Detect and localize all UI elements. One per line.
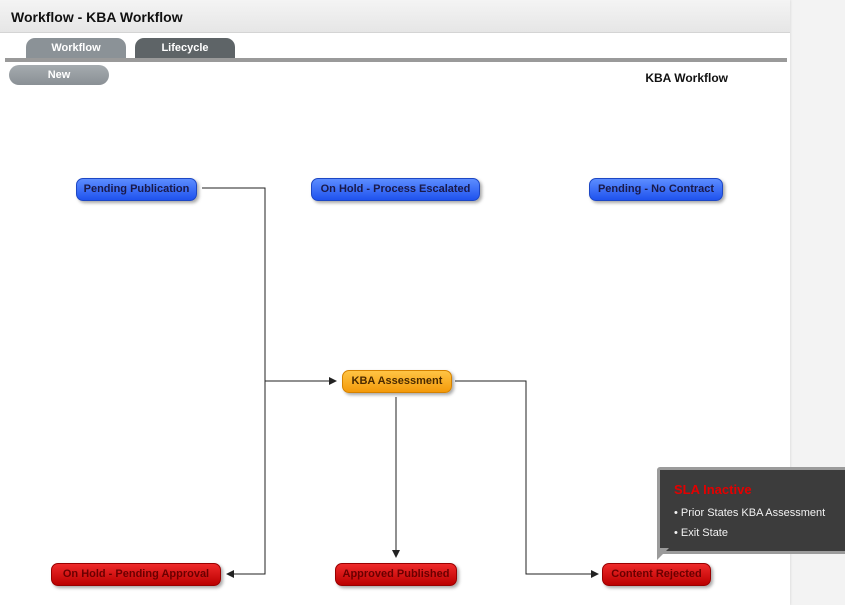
page-title: Workflow - KBA Workflow <box>11 9 183 25</box>
state-on-hold-process-escalated[interactable]: On Hold - Process Escalated <box>311 178 480 201</box>
workflow-name: KBA Workflow <box>645 71 728 85</box>
transition-line-assessment-to-rejected <box>455 380 599 578</box>
state-pending-publication[interactable]: Pending Publication <box>76 178 197 201</box>
tab-divider <box>5 58 787 62</box>
tab-workflow[interactable]: Workflow <box>26 38 126 58</box>
new-button[interactable]: New <box>9 65 109 85</box>
state-on-hold-pending-approval[interactable]: On Hold - Pending Approval <box>51 563 221 586</box>
workflow-panel: Workflow - KBA Workflow Workflow Lifecyc… <box>0 0 790 605</box>
state-kba-assessment[interactable]: KBA Assessment <box>342 370 452 393</box>
tooltip-title: SLA Inactive <box>674 482 752 497</box>
tooltip-tail <box>657 548 669 560</box>
state-pending-no-contract[interactable]: Pending - No Contract <box>589 178 723 201</box>
state-approved-published[interactable]: Approved Published <box>335 563 457 586</box>
tab-lifecycle[interactable]: Lifecycle <box>135 38 235 58</box>
workflow-diagram <box>202 187 599 578</box>
transition-line-to-on-hold-approval <box>226 381 266 578</box>
title-bar: Workflow - KBA Workflow <box>0 0 790 33</box>
tooltip-item-exit-state: • Exit State <box>674 527 728 539</box>
tooltip-item-prior-states: • Prior States KBA Assessment <box>674 507 826 519</box>
sla-tooltip: SLA Inactive • Prior States KBA Assessme… <box>657 467 845 554</box>
state-content-rejected[interactable]: Content Rejected <box>602 563 711 586</box>
transition-line-pending-to-assessment <box>202 187 337 385</box>
